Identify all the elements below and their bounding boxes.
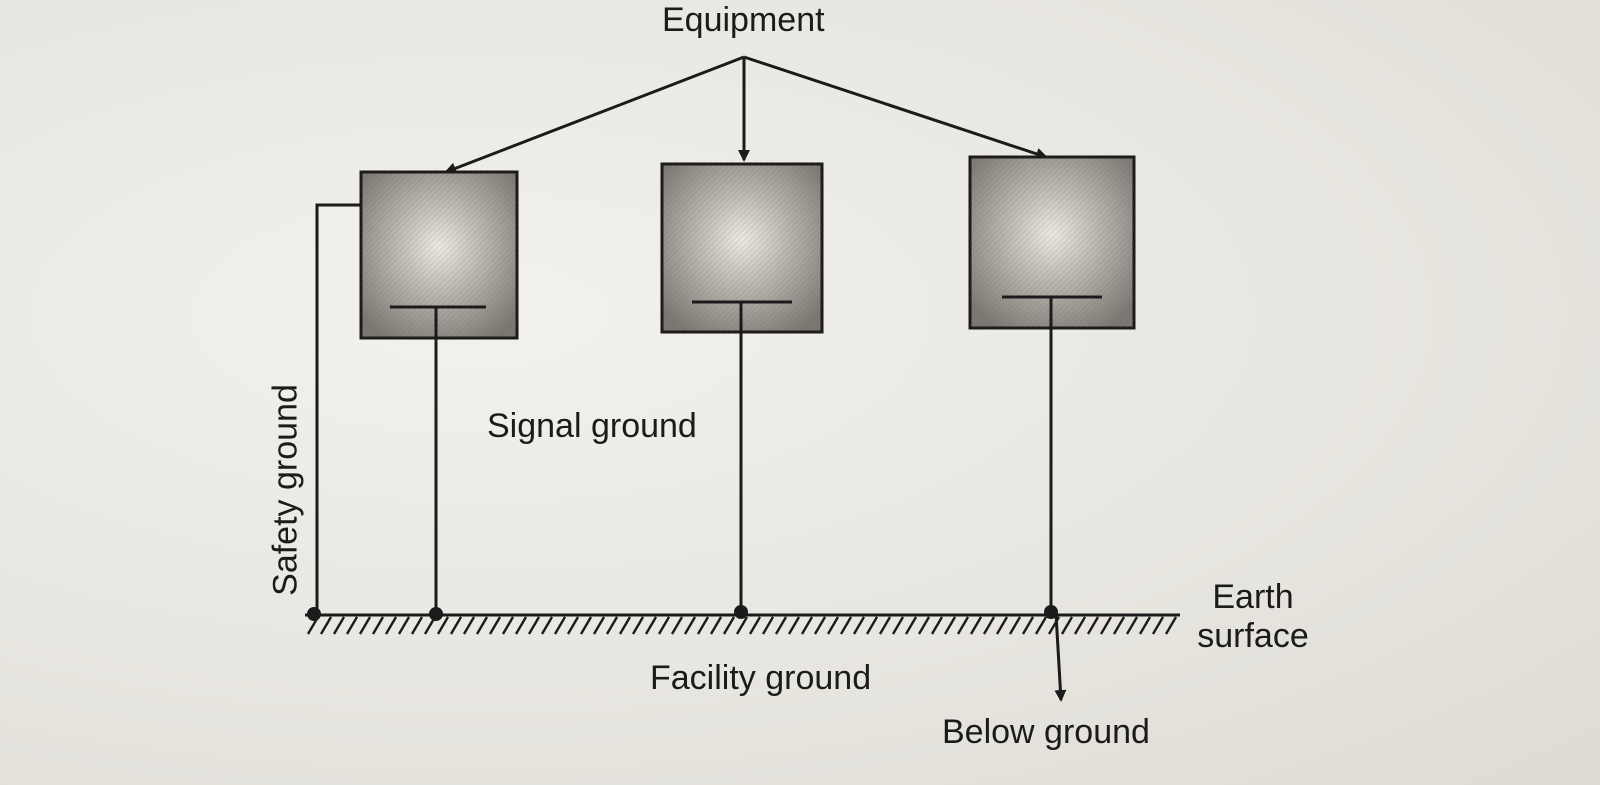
earth-hatch-mark	[449, 616, 463, 635]
earth-hatch-mark	[540, 616, 554, 635]
earth-hatch-mark	[462, 616, 476, 635]
earth-hatch-mark	[761, 616, 775, 635]
earth-hatch-mark	[1021, 616, 1035, 635]
earth-hatch-mark	[332, 616, 346, 635]
earth-hatch-mark	[371, 616, 385, 635]
earth-hatch-mark	[670, 616, 684, 635]
signal-ground-label: Signal ground	[487, 407, 697, 445]
earth-surface-label-line1: Earth	[1212, 578, 1294, 616]
earth-hatch-mark	[709, 616, 723, 635]
earth-hatch-mark	[1112, 616, 1126, 635]
earth-hatch-mark	[735, 616, 749, 635]
equipment-arrows	[444, 55, 1048, 174]
earth-hatch-mark	[1125, 616, 1139, 635]
earth-hatch-mark	[1086, 616, 1100, 635]
earth-hatch-mark	[1073, 616, 1087, 635]
earth-hatch-mark	[436, 616, 450, 635]
equipment-box-1	[359, 170, 519, 340]
earth-hatch-mark	[657, 616, 671, 635]
earth-hatch-mark	[800, 616, 814, 635]
earth-hatch-mark	[904, 616, 918, 635]
junction-dot-safety	[307, 607, 321, 621]
earth-hatch-mark	[1138, 616, 1152, 635]
safety-ground-label: Safety ground	[266, 384, 305, 596]
earth-hatch-mark	[1099, 616, 1113, 635]
earth-hatch-mark	[644, 616, 658, 635]
earth-hatch-mark	[514, 616, 528, 635]
earth-hatch-mark	[748, 616, 762, 635]
earth-hatch-mark	[579, 616, 593, 635]
junction-dot-2	[734, 605, 748, 619]
earth-hatch-mark	[488, 616, 502, 635]
earth-hatch-mark	[696, 616, 710, 635]
earth-surface-label: Earth surface	[1188, 578, 1318, 656]
earth-hatch-mark	[683, 616, 697, 635]
earth-hatch-mark	[722, 616, 736, 635]
earth-hatch-mark	[475, 616, 489, 635]
earth-hatch-mark	[501, 616, 515, 635]
signal-ground-wires	[434, 297, 1053, 614]
earth-hatch-mark	[566, 616, 580, 635]
earth-hatch-mark	[826, 616, 840, 635]
earth-hatch-mark	[605, 616, 619, 635]
earth-hatch-mark	[917, 616, 931, 635]
earth-hatch-mark	[813, 616, 827, 635]
earth-hatch-mark	[839, 616, 853, 635]
earth-hatch-mark	[969, 616, 983, 635]
earth-hatch-mark	[982, 616, 996, 635]
earth-hatch-mark	[358, 616, 372, 635]
earth-hatch-mark	[631, 616, 645, 635]
earth-hatch-mark	[787, 616, 801, 635]
earth-surface-label-line2: surface	[1197, 617, 1309, 656]
earth-hatch-mark	[878, 616, 892, 635]
earth-hatch-mark	[943, 616, 957, 635]
earth-hatch-mark	[1008, 616, 1022, 635]
earth-hatch-mark	[618, 616, 632, 635]
earth-hatch-mark	[891, 616, 905, 635]
arrow-to-equipment-3	[743, 55, 1048, 160]
earth-hatch-mark	[995, 616, 1009, 635]
earth-hatch-mark	[774, 616, 788, 635]
earth-hatch-mark	[865, 616, 879, 635]
junction-dot-3	[1044, 605, 1058, 619]
earth-hatch-mark	[553, 616, 567, 635]
junction-dot-1	[429, 607, 443, 621]
earth-hatch-mark	[1034, 616, 1048, 635]
earth-hatch-mark	[956, 616, 970, 635]
equipment-label: Equipment	[662, 1, 825, 39]
earth-hatch-mark	[930, 616, 944, 635]
below-ground-label: Below ground	[942, 713, 1150, 751]
earth-hatch-mark	[852, 616, 866, 635]
earth-hatch-mark	[397, 616, 411, 635]
earth-hatch-mark	[345, 616, 359, 635]
earth-hatch-mark	[1060, 616, 1074, 635]
earth-hatch-mark	[410, 616, 424, 635]
ground-junctions	[307, 605, 1058, 621]
arrow-to-equipment-1	[444, 55, 745, 174]
facility-ground-label: Facility ground	[650, 659, 872, 697]
safety-ground-wire	[315, 203, 361, 614]
earth-hatch-mark	[1151, 616, 1165, 635]
earth-hatch-mark	[1164, 616, 1178, 635]
below-ground-arrow	[1054, 613, 1067, 702]
earth-hatch-mark	[319, 616, 333, 635]
earth-hatch-mark	[527, 616, 541, 635]
earth-hatch-mark	[384, 616, 398, 635]
earth-hatch-mark	[592, 616, 606, 635]
earth-hatching	[306, 616, 1178, 635]
